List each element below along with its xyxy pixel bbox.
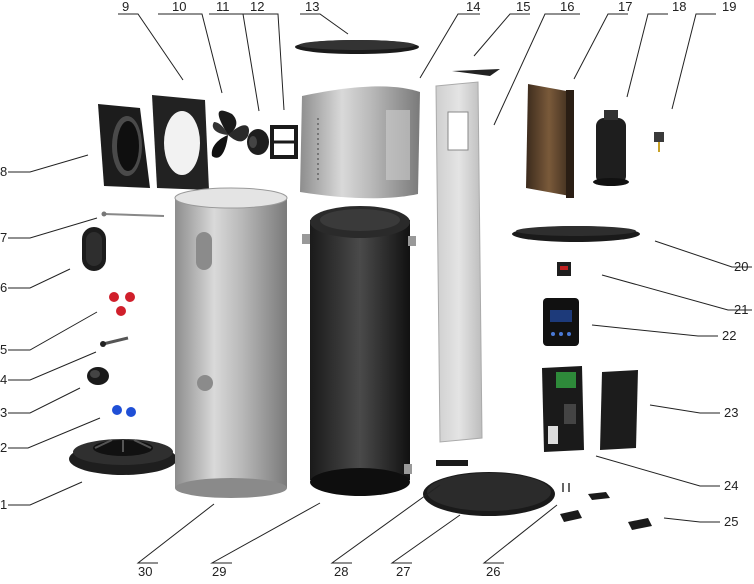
perforated-shell-part bbox=[300, 86, 420, 199]
screws-part bbox=[562, 483, 570, 492]
anode-rod-part bbox=[100, 336, 129, 347]
callout-label-16: 16 bbox=[560, 0, 575, 14]
feet-part bbox=[560, 492, 652, 530]
callout-label-20: 20 bbox=[734, 259, 749, 274]
callout-label-10: 10 bbox=[172, 0, 187, 14]
front-panel-part bbox=[435, 81, 483, 443]
valve-part bbox=[654, 132, 664, 152]
motor-bracket-part bbox=[270, 125, 298, 159]
water-tank-part bbox=[302, 206, 416, 496]
sensor-probe-part bbox=[101, 211, 165, 217]
callout-label-5: 5 bbox=[0, 342, 8, 357]
bottom-plate-part bbox=[423, 472, 555, 516]
small-bracket-part bbox=[436, 460, 468, 466]
callout-label-7: 7 bbox=[0, 230, 8, 245]
callout-label-17: 17 bbox=[618, 0, 633, 14]
round-cap-part bbox=[87, 367, 109, 385]
fan-blade-part bbox=[211, 110, 250, 158]
callout-label-14: 14 bbox=[466, 0, 481, 14]
ring-plate-part bbox=[512, 226, 640, 242]
callout-label-6: 6 bbox=[0, 280, 8, 295]
red-caps-part bbox=[109, 292, 135, 316]
callout-label-30: 30 bbox=[138, 564, 153, 579]
small-module-part bbox=[557, 262, 571, 276]
evaporator-part bbox=[526, 84, 574, 198]
control-cover-part bbox=[600, 370, 638, 450]
clip-part bbox=[452, 69, 500, 76]
blue-caps-part bbox=[112, 405, 136, 417]
callout-label-18: 18 bbox=[672, 0, 687, 14]
callout-label-21: 21 bbox=[734, 302, 749, 317]
top-lid-part bbox=[295, 40, 419, 54]
callout-label-25: 25 bbox=[724, 514, 739, 529]
callout-label-24: 24 bbox=[724, 478, 739, 493]
leader-lines bbox=[8, 13, 752, 564]
callout-label-9: 9 bbox=[122, 0, 130, 14]
callout-label-12: 12 bbox=[250, 0, 265, 14]
callout-label-11: 11 bbox=[216, 0, 230, 14]
base-part bbox=[69, 439, 177, 475]
callout-label-22: 22 bbox=[722, 328, 737, 343]
callout-label-3: 3 bbox=[0, 405, 8, 420]
fan-housing-part bbox=[98, 104, 150, 188]
fan-plate-part bbox=[152, 95, 209, 190]
callout-label-15: 15 bbox=[516, 0, 531, 14]
callout-label-27: 27 bbox=[396, 564, 411, 579]
callout-label-2: 2 bbox=[0, 440, 8, 455]
callout-label-26: 26 bbox=[486, 564, 501, 579]
oval-cover-part bbox=[82, 227, 106, 271]
outer-shell-part bbox=[174, 187, 288, 498]
callout-label-13: 13 bbox=[305, 0, 320, 14]
display-panel-part bbox=[543, 298, 579, 346]
callout-label-28: 28 bbox=[334, 564, 349, 579]
callout-label-29: 29 bbox=[212, 564, 227, 579]
fan-motor-part bbox=[247, 129, 269, 155]
callout-label-8: 8 bbox=[0, 164, 8, 179]
callout-label-4: 4 bbox=[0, 372, 8, 387]
control-board-part bbox=[542, 366, 584, 452]
callout-label-19: 19 bbox=[722, 0, 737, 14]
compressor-part bbox=[593, 110, 629, 186]
callout-label-23: 23 bbox=[724, 405, 739, 420]
callout-label-1: 1 bbox=[0, 497, 8, 512]
